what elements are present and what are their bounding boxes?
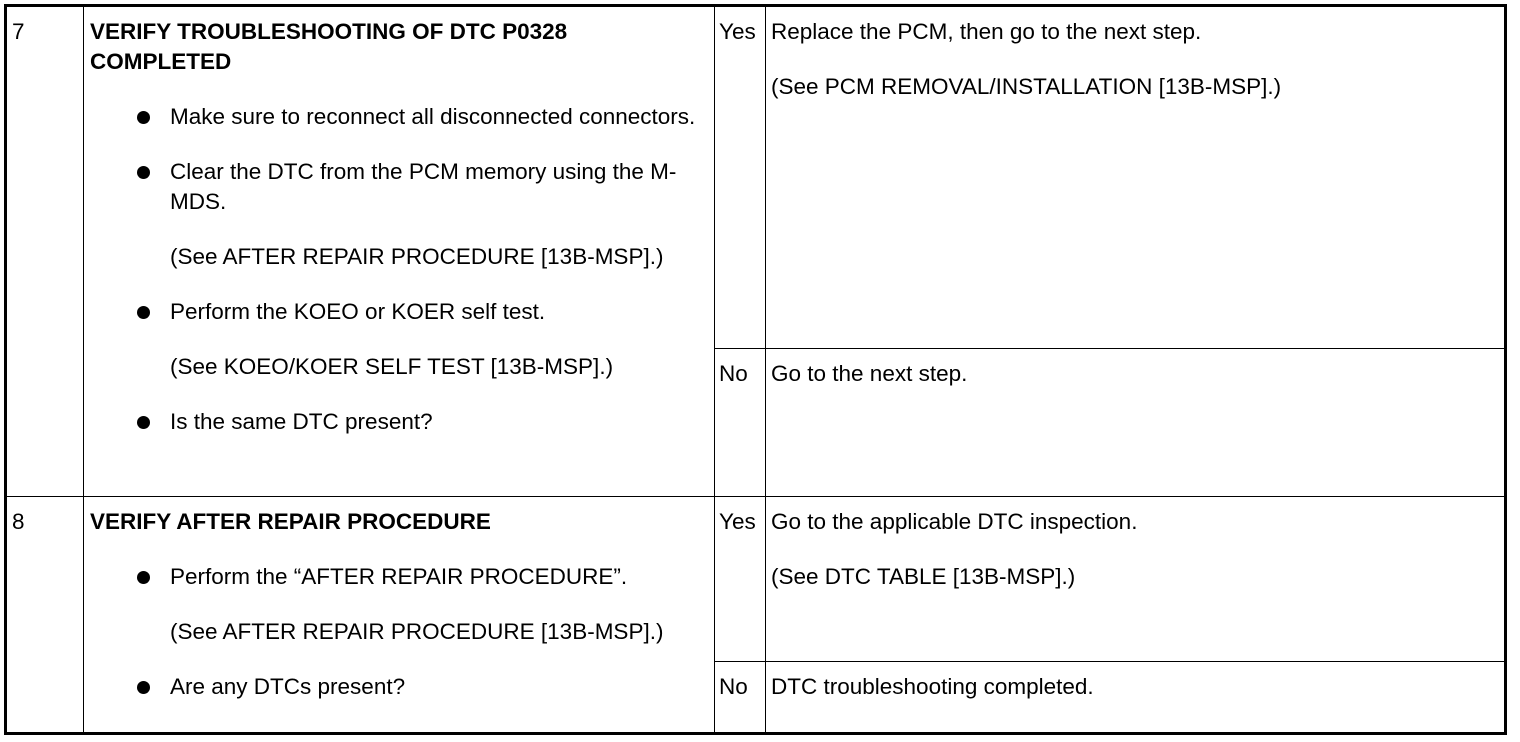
no-action-text: Go to the next step. — [771, 361, 968, 386]
check-list: Perform the “AFTER REPAIR PROCEDURE”. (S… — [90, 562, 710, 702]
check-item: Make sure to reconnect all disconnected … — [90, 102, 710, 132]
check-item: Clear the DTC from the PCM memory using … — [90, 157, 710, 272]
check-item-text: Clear the DTC from the PCM memory using … — [170, 159, 677, 214]
no-label: No — [714, 661, 766, 734]
step-number: 7 — [5, 5, 84, 497]
bullet-icon — [137, 681, 150, 694]
bullet-icon — [137, 416, 150, 429]
check-item: Is the same DTC present? — [90, 407, 710, 437]
yes-action-cell: Replace the PCM, then go to the next ste… — [765, 5, 1506, 349]
check-item: Perform the KOEO or KOER self test. (See… — [90, 297, 710, 382]
step-7-yes-row: 7 VERIFY TROUBLESHOOTING OF DTC P0328 CO… — [5, 5, 1506, 497]
yes-action-cell: Go to the applicable DTC inspection. (Se… — [765, 496, 1506, 662]
bullet-icon — [137, 111, 150, 124]
bullet-icon — [137, 306, 150, 319]
check-item-reference[interactable]: (See AFTER REPAIR PROCEDURE [13B-MSP].) — [170, 619, 664, 644]
yes-label: Yes — [714, 5, 766, 349]
yes-action-reference[interactable]: (See PCM REMOVAL/INSTALLATION [13B-MSP].… — [771, 74, 1282, 99]
check-item-text: Perform the “AFTER REPAIR PROCEDURE”. — [170, 564, 628, 589]
check-item-reference[interactable]: (See AFTER REPAIR PROCEDURE [13B-MSP].) — [170, 244, 664, 269]
step-number: 8 — [5, 496, 84, 734]
step-title: VERIFY TROUBLESHOOTING OF DTC P0328 COMP… — [90, 19, 568, 74]
yes-action-text: Replace the PCM, then go to the next ste… — [771, 19, 1202, 44]
check-item-reference[interactable]: (See KOEO/KOER SELF TEST [13B-MSP].) — [170, 354, 614, 379]
no-label: No — [714, 348, 766, 497]
check-item: Perform the “AFTER REPAIR PROCEDURE”. (S… — [90, 562, 710, 647]
step-8-yes-row: 8 VERIFY AFTER REPAIR PROCEDURE Perform … — [5, 496, 1506, 734]
step-check-cell: VERIFY AFTER REPAIR PROCEDURE Perform th… — [83, 496, 715, 734]
check-item-text: Is the same DTC present? — [170, 409, 433, 434]
check-item-text: Are any DTCs present? — [170, 674, 406, 699]
yes-label: Yes — [714, 496, 766, 662]
no-action-cell: Go to the next step. — [765, 348, 1506, 497]
bullet-icon — [137, 166, 150, 179]
check-item-text: Make sure to reconnect all disconnected … — [170, 104, 696, 129]
yes-action-text: Go to the applicable DTC inspection. — [771, 509, 1138, 534]
step-7-no-row: No Go to the next step. — [6, 348, 1506, 497]
yes-action-reference[interactable]: (See DTC TABLE [13B-MSP].) — [771, 564, 1076, 589]
step-8-no-row: No DTC troubleshooting completed. — [6, 661, 1506, 734]
step-title: VERIFY AFTER REPAIR PROCEDURE — [90, 509, 491, 534]
bullet-icon — [137, 571, 150, 584]
check-list: Make sure to reconnect all disconnected … — [90, 102, 710, 437]
step-check-cell: VERIFY TROUBLESHOOTING OF DTC P0328 COMP… — [83, 5, 715, 497]
no-action-text: DTC troubleshooting completed. — [771, 674, 1094, 699]
no-action-cell: DTC troubleshooting completed. — [765, 661, 1506, 734]
troubleshooting-table: 7 VERIFY TROUBLESHOOTING OF DTC P0328 CO… — [4, 4, 1507, 735]
check-item-text: Perform the KOEO or KOER self test. — [170, 299, 546, 324]
check-item: Are any DTCs present? — [90, 672, 710, 702]
